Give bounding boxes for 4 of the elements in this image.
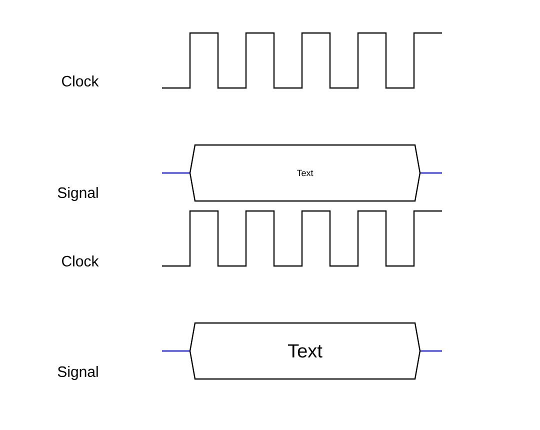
signal-name: Signal <box>58 187 98 201</box>
signal-name: Clock <box>62 75 99 86</box>
signal-name: Signal <box>58 366 98 380</box>
signal-name: Clock <box>62 255 99 266</box>
